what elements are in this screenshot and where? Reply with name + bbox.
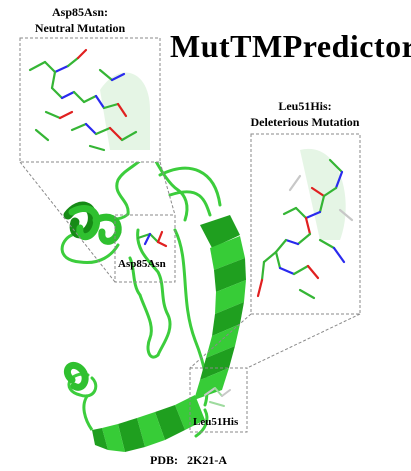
figure-title: MutTMPredictor bbox=[170, 28, 411, 64]
neutral-inset bbox=[19, 37, 161, 163]
deleterious-caption-line1: Leu51His: bbox=[278, 99, 332, 113]
neutral-caption-line2: Neutral Mutation bbox=[34, 21, 126, 35]
pdb-reference: PDB: 2K21-A bbox=[150, 453, 227, 468]
helix-left bbox=[63, 201, 122, 245]
leu51-site-label: Leu51His bbox=[193, 416, 239, 428]
leu51-site-sticks bbox=[204, 387, 231, 407]
neutral-caption-line1: Asp85Asn: bbox=[51, 5, 108, 19]
backbone-loops bbox=[60, 116, 222, 438]
pdb-id: 2K21-A bbox=[187, 453, 227, 467]
asp85-site-box bbox=[114, 214, 176, 283]
helix-main bbox=[194, 215, 246, 400]
deleterious-inset-caption: Leu51His: Deleterious Mutation bbox=[240, 98, 370, 130]
pdb-label: PDB: bbox=[150, 453, 178, 467]
deleterious-inset bbox=[250, 133, 361, 315]
deleterious-caption-line2: Deleterious Mutation bbox=[250, 115, 360, 129]
asp85-site-sticks bbox=[136, 230, 168, 248]
helix-lower bbox=[64, 361, 205, 452]
connector-lines bbox=[19, 161, 361, 369]
asp85-site-label: Asp85Asn bbox=[118, 258, 166, 270]
neutral-inset-caption: Asp85Asn: Neutral Mutation bbox=[18, 4, 142, 36]
leu51-site-box bbox=[189, 367, 248, 433]
